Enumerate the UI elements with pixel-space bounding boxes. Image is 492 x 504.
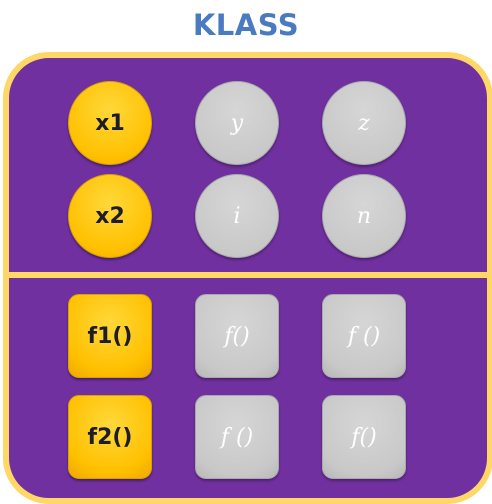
attribute-z: z (322, 81, 406, 165)
method-placeholder-3: f () (195, 395, 279, 479)
attribute-x1: x1 (68, 81, 152, 165)
attribute-n: n (322, 174, 406, 258)
attribute-y: y (195, 81, 279, 165)
section-divider (9, 272, 487, 278)
class-title: KLASS (192, 8, 300, 42)
class-box: x1 y z x2 i n f1() f() f () f2() f () f(… (3, 52, 492, 504)
attribute-i: i (195, 174, 279, 258)
method-placeholder-1: f() (195, 294, 279, 378)
attribute-x2: x2 (68, 174, 152, 258)
method-f1: f1() (68, 294, 152, 378)
method-placeholder-4: f() (322, 395, 406, 479)
method-placeholder-2: f () (322, 294, 406, 378)
method-f2: f2() (68, 395, 152, 479)
